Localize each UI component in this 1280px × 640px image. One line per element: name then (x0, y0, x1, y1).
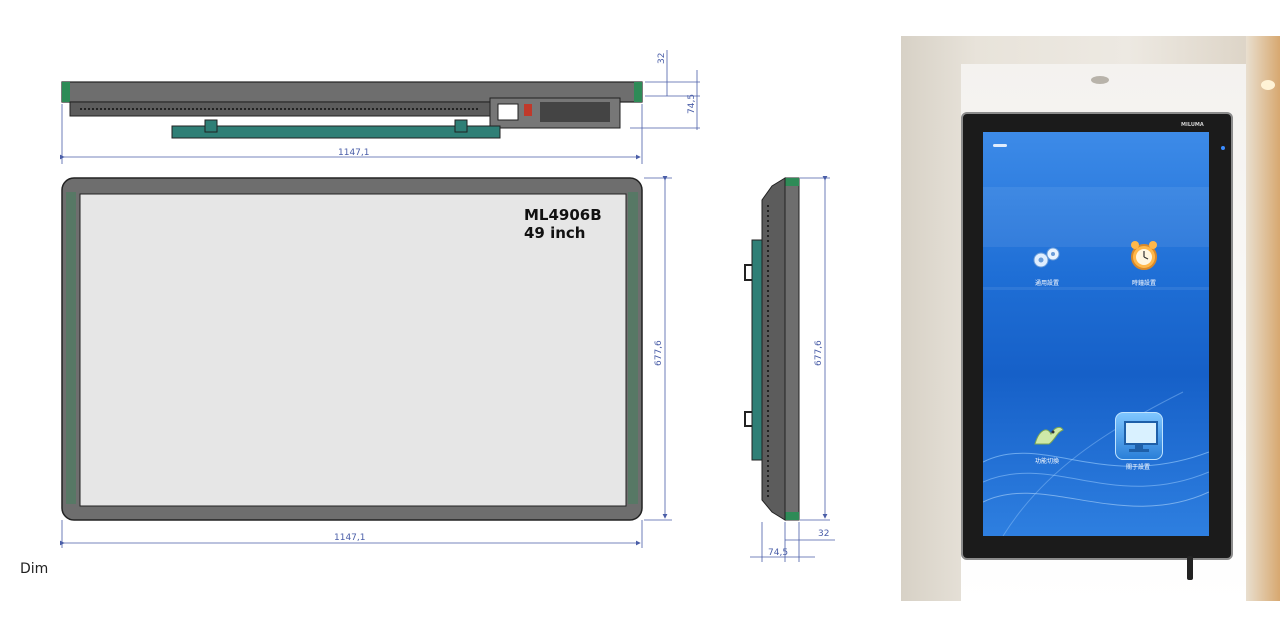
technical-drawing: 1147,1 32 74,5 1147,1 677,6 677,6 32 74,… (60, 50, 835, 562)
gears-icon[interactable] (1031, 244, 1063, 272)
display-screen: 通用設置 時鐘設置 功能切換 關于設置 (983, 132, 1209, 536)
side-view (744, 177, 800, 521)
alarm-clock-icon[interactable] (1127, 238, 1161, 274)
ceiling-light (1091, 76, 1109, 84)
top-depth-label: 74,5 (687, 94, 697, 114)
product-photo: MILUMA 通用設置 時鐘設置 (901, 36, 1280, 601)
model-size: 49 inch (524, 224, 586, 242)
front-height-label: 677,6 (654, 340, 664, 366)
front-width-label: 1147,1 (334, 533, 366, 543)
cable (1187, 556, 1193, 580)
wall-panel (1246, 36, 1280, 601)
top-width-label: 1147,1 (338, 148, 370, 158)
display-brand: MILUMA (1181, 122, 1204, 128)
model-name: ML4906B (524, 206, 602, 224)
wall-lamp (1261, 80, 1275, 90)
app-label-about: 關于設置 (1125, 464, 1150, 471)
power-led (1221, 146, 1225, 150)
front-view (61, 177, 643, 521)
caption: Dim (20, 561, 49, 577)
app-label-function: 功能切換 (1034, 458, 1059, 465)
app-label-general: 通用設置 (1034, 280, 1059, 287)
top-view (61, 81, 643, 139)
monitor-icon[interactable] (1115, 412, 1163, 460)
side-depth-label: 74,5 (768, 548, 788, 558)
side-height-label: 677,6 (814, 340, 824, 366)
bird-icon[interactable] (1031, 420, 1065, 450)
model-label: ML4906B 49 inch (524, 206, 602, 242)
side-depth-thin-label: 32 (818, 529, 829, 539)
screen-waves (983, 144, 1209, 536)
app-label-clock: 時鐘設置 (1131, 280, 1156, 287)
top-depth-thin-label: 32 (657, 53, 667, 64)
